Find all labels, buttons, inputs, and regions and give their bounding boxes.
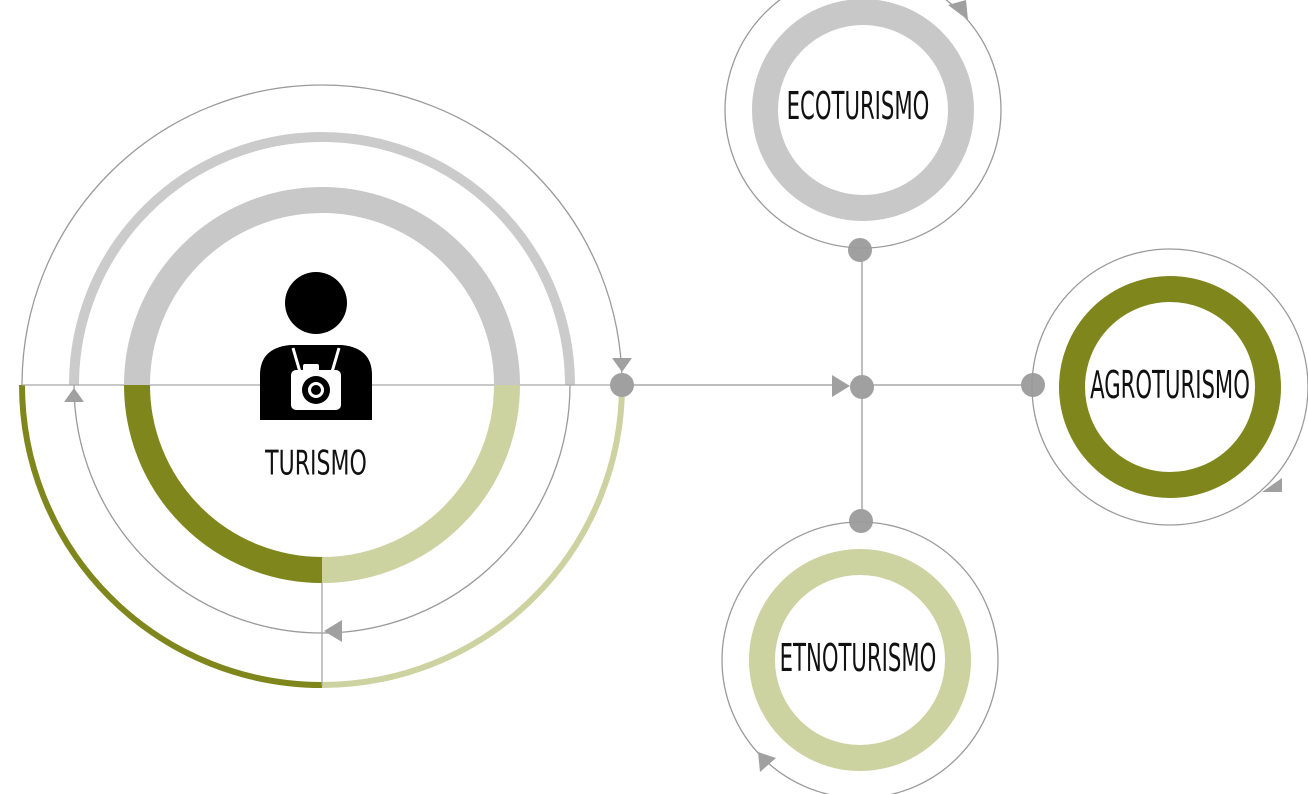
arrow-up-left-icon [64, 388, 84, 402]
arrow-left-bottom-icon [324, 620, 342, 642]
etno-donut [749, 549, 971, 771]
inner-gray-arc [124, 187, 520, 386]
etnoturismo-label: ETNOTURISMO [780, 637, 937, 680]
agro-outer-ring [1031, 248, 1308, 526]
middle-gray-arc [69, 132, 575, 386]
eco-outer-ring [724, 0, 1002, 249]
inner-olive-arc [124, 384, 323, 583]
outer-olive-arc [19, 384, 323, 688]
hub-dot [850, 375, 874, 399]
turismo-label: TURISMO [264, 444, 366, 483]
agro-donut [1059, 276, 1281, 498]
eco-donut [752, 0, 974, 221]
inner-light-olive-arc [321, 384, 520, 583]
turismo-node: TURISMO [19, 84, 632, 688]
agro-arrow-icon [1262, 478, 1282, 492]
etno-outer-ring [721, 521, 999, 794]
agroturismo-node: AGROTURISMO [1031, 248, 1308, 526]
connectors [610, 238, 1045, 533]
agro-dot [1021, 373, 1045, 397]
eco-dot [848, 238, 872, 262]
eco-arrow-icon [948, 0, 968, 20]
outer-light-olive-arc [321, 384, 625, 688]
etnoturismo-node: ETNOTURISMO [721, 521, 999, 794]
etno-dot [849, 509, 873, 533]
arrow-right-icon [832, 375, 850, 397]
ecoturismo-node: ECOTURISMO [724, 0, 1002, 249]
photographer-icon [260, 272, 372, 420]
arrow-down-right-icon [612, 358, 632, 372]
main-dot [610, 373, 634, 397]
outer-thin-arc [21, 84, 623, 386]
ecoturismo-label: ECOTURISMO [787, 85, 930, 128]
agroturismo-label: AGROTURISMO [1090, 364, 1250, 407]
etno-arrow-icon [758, 752, 776, 772]
